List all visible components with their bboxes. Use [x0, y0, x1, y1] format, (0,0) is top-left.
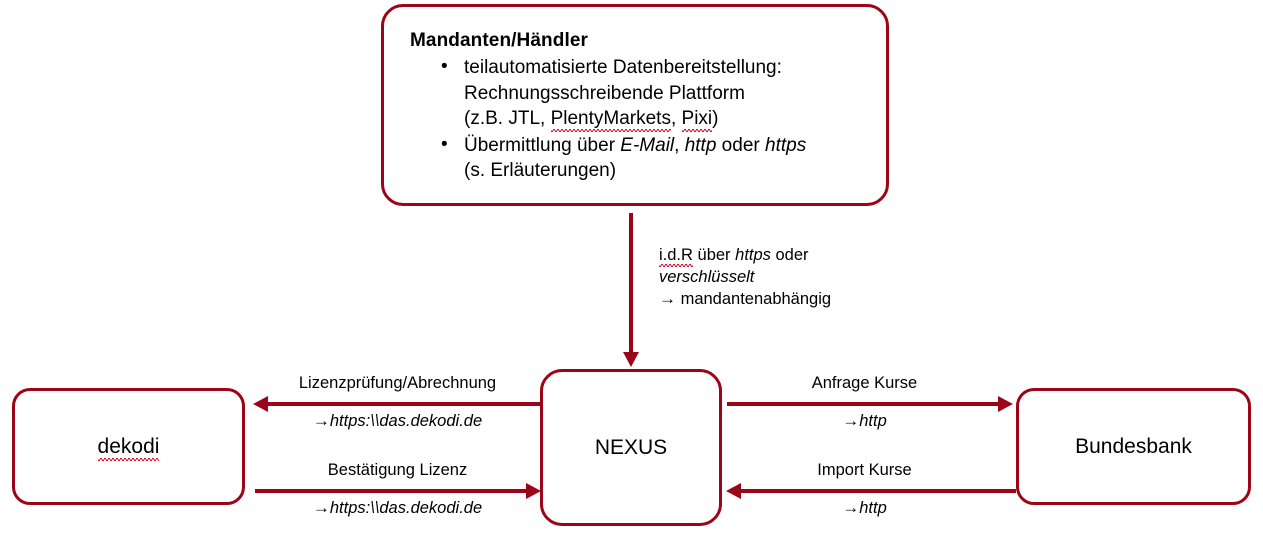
misspelled-pixi: Pixi: [681, 108, 713, 132]
edge-label-import-kurse-title: Import Kurse: [817, 461, 912, 479]
edge-protocol-value: http: [859, 499, 887, 517]
arrow-glyph-icon: →: [842, 411, 860, 430]
uebermittlung-sep-2: oder: [716, 134, 765, 156]
vertical-note-line-3: → mandantenabhängig: [659, 288, 831, 311]
vertical-note-protocol: https: [735, 246, 771, 264]
misspelled-idr: i.d.R: [659, 246, 693, 267]
misspelled-plentymarkets: PlentyMarkets: [550, 108, 671, 132]
edge-mandanten-to-nexus-line: [629, 213, 633, 353]
edge-bestaetigung-lizenz-arrowhead: [526, 483, 541, 499]
edge-label-mandanten-to-nexus: i.d.R über https oder verschlüsselt → ma…: [659, 245, 831, 311]
node-mandanten-haendler[interactable]: Mandanten/Händler teilautomatisierte Dat…: [381, 4, 889, 206]
bullet-line-3-prefix: (z.B. JTL,: [464, 108, 551, 129]
node-mandanten-bullet-list: teilautomatisierte Datenbereitstellung: …: [408, 54, 868, 184]
arrow-glyph-icon: →: [312, 498, 330, 517]
edge-label-import-kurse-protocol: →http: [722, 497, 1007, 519]
uebermittlung-prefix: Übermittlung über: [464, 134, 621, 156]
edge-label-anfrage-kurse-protocol: →http: [722, 410, 1007, 432]
vertical-note-mid: über: [692, 246, 736, 264]
edge-label-bestaetigung-lizenz-title: Bestätigung Lizenz: [327, 461, 468, 479]
arrow-glyph-icon: →: [312, 411, 330, 430]
edge-label-bestaetigung-lizenz-protocol: →https:\\das.dekodi.de: [255, 497, 540, 519]
bullet-item-uebermittlung: Übermittlung über E-Mail, http oder http…: [441, 132, 868, 184]
misspelled-dekodi: dekodi: [97, 434, 160, 461]
arrow-glyph-icon: →: [659, 289, 676, 308]
edge-mandanten-to-nexus-arrowhead: [623, 352, 639, 367]
bullet-line-2: Rechnungsschreibende Plattform: [464, 82, 745, 104]
arrow-glyph-icon: →: [842, 498, 860, 517]
node-nexus-label: NEXUS: [594, 435, 668, 459]
node-dekodi[interactable]: dekodi: [12, 388, 245, 505]
vertical-note-verschluesselt: verschlüsselt: [659, 267, 755, 286]
edge-protocol-value: http: [859, 412, 887, 430]
vertical-note-line-2: verschlüsselt: [659, 267, 831, 289]
edge-label-lizenzpruefung-title: Lizenzprüfung/Abrechnung: [298, 374, 497, 392]
node-bundesbank[interactable]: Bundesbank: [1016, 388, 1251, 505]
edge-anfrage-kurse-line: [727, 402, 999, 406]
edge-anfrage-kurse-arrowhead: [998, 396, 1013, 412]
protocol-http: http: [684, 134, 717, 156]
edge-lizenzpruefung-arrowhead: [253, 396, 268, 412]
node-dekodi-label: dekodi: [15, 434, 242, 460]
edge-label-anfrage-kurse-title: Anfrage Kurse: [811, 374, 918, 392]
edge-protocol-value: https:\\das.dekodi.de: [329, 499, 483, 517]
edge-lizenzpruefung-line: [268, 402, 540, 406]
node-bundesbank-label: Bundesbank: [1075, 434, 1192, 458]
bullet-line-1: teilautomatisierte Datenbereitstellung:: [464, 57, 782, 78]
edge-protocol-value: https:\\das.dekodi.de: [329, 412, 483, 430]
node-mandanten-heading: Mandanten/Händler: [410, 30, 588, 51]
vertical-note-suffix: oder: [770, 246, 809, 264]
protocol-https: https: [765, 134, 807, 156]
uebermittlung-sep-1: ,: [674, 134, 685, 156]
bullet-item-datenbereitstellung: teilautomatisierte Datenbereitstellung: …: [441, 54, 868, 132]
edge-import-kurse-line: [741, 489, 1016, 493]
uebermittlung-line-2: (s. Erläuterungen): [464, 160, 617, 181]
node-nexus[interactable]: NEXUS: [540, 369, 722, 526]
bullet-line-3-middle: ,: [670, 108, 682, 129]
vertical-note-mandantenabhaengig: mandantenabhängig: [676, 290, 832, 308]
bullet-line-3-suffix: ): [712, 108, 719, 129]
edge-import-kurse-arrowhead: [726, 483, 741, 499]
protocol-email: E-Mail: [620, 134, 675, 156]
edge-label-lizenzpruefung-protocol: →https:\\das.dekodi.de: [255, 410, 540, 432]
edge-bestaetigung-lizenz-line: [255, 489, 527, 493]
vertical-note-line-1: i.d.R über https oder: [659, 245, 831, 267]
